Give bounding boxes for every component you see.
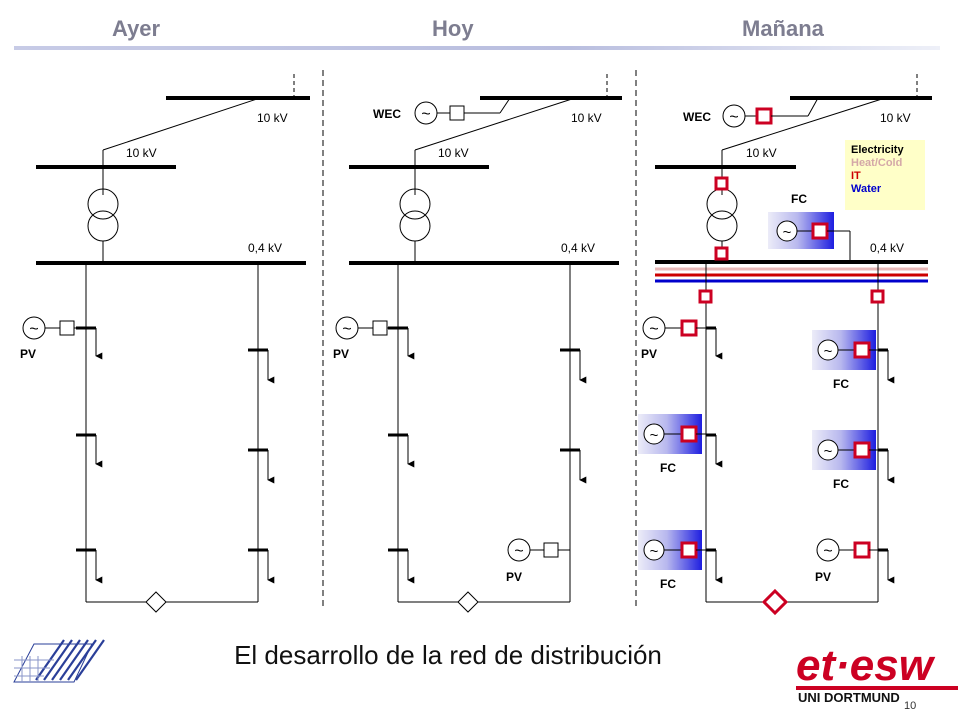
legend-electricity: Electricity bbox=[851, 144, 904, 156]
manana-network: ~ WEC ~ FC ~ PV ~ bbox=[638, 74, 932, 616]
svg-text:10 kV: 10 kV bbox=[880, 111, 911, 125]
svg-text:~: ~ bbox=[514, 543, 523, 560]
smart-switch-icon bbox=[761, 588, 789, 616]
svg-text:WEC: WEC bbox=[683, 110, 711, 124]
svg-text:~: ~ bbox=[650, 427, 659, 444]
svg-text:~: ~ bbox=[29, 321, 38, 338]
open-switch-icon bbox=[457, 591, 479, 613]
svg-text:10 kV: 10 kV bbox=[126, 146, 157, 160]
svg-text:~: ~ bbox=[824, 343, 833, 360]
svg-text:~: ~ bbox=[824, 443, 833, 460]
svg-text:~: ~ bbox=[783, 224, 792, 241]
hoy-network: ~ WEC ~ PV ~ PV 1 bbox=[333, 74, 622, 613]
energy-legend: Electricity Heat/Cold IT Water bbox=[845, 140, 925, 210]
svg-text:PV: PV bbox=[20, 347, 36, 361]
svg-text:10 kV: 10 kV bbox=[746, 146, 777, 160]
svg-text:~: ~ bbox=[650, 543, 659, 560]
svg-text:UNI DORTMUND: UNI DORTMUND bbox=[798, 690, 900, 705]
svg-text:~: ~ bbox=[342, 321, 351, 338]
slide-title: El desarrollo de la red de distribución bbox=[234, 640, 662, 670]
transformer-icon bbox=[87, 188, 119, 220]
header-ayer: Ayer bbox=[112, 16, 161, 41]
svg-text:PV: PV bbox=[333, 347, 349, 361]
svg-text:FC: FC bbox=[660, 461, 676, 475]
svg-text:~: ~ bbox=[649, 321, 658, 338]
legend-water: Water bbox=[851, 183, 882, 195]
university-logo-icon bbox=[13, 639, 105, 683]
svg-text:0,4 kV: 0,4 kV bbox=[870, 241, 904, 255]
svg-text:PV: PV bbox=[506, 570, 522, 584]
ayer-network: ~ PV 10 kV 10 kV 0,4 kV bbox=[20, 74, 310, 613]
legend-it: IT bbox=[851, 170, 861, 182]
svg-text:10 kV: 10 kV bbox=[571, 111, 602, 125]
svg-text:~: ~ bbox=[729, 109, 738, 126]
svg-text:0,4 kV: 0,4 kV bbox=[248, 241, 282, 255]
header-rule bbox=[14, 46, 940, 50]
header-hoy: Hoy bbox=[432, 16, 474, 41]
transformer-icon bbox=[399, 188, 431, 220]
svg-text:FC: FC bbox=[660, 577, 676, 591]
svg-text:WEC: WEC bbox=[373, 107, 401, 121]
svg-text:10 kV: 10 kV bbox=[438, 146, 469, 160]
legend-heat: Heat/Cold bbox=[851, 157, 903, 169]
svg-text:FC: FC bbox=[833, 377, 849, 391]
svg-text:FC: FC bbox=[833, 477, 849, 491]
svg-text:PV: PV bbox=[815, 570, 831, 584]
svg-text:PV: PV bbox=[641, 347, 657, 361]
svg-text:~: ~ bbox=[421, 106, 430, 123]
svg-text:0,4 kV: 0,4 kV bbox=[561, 241, 595, 255]
header-manana: Mañana bbox=[742, 16, 824, 41]
svg-text:10 kV: 10 kV bbox=[257, 111, 288, 125]
page-number: 10 bbox=[904, 700, 917, 712]
et-esw-logo: et·esw UNI DORTMUND bbox=[796, 641, 958, 705]
svg-text:~: ~ bbox=[823, 543, 832, 560]
svg-text:FC: FC bbox=[791, 192, 807, 206]
open-switch-icon bbox=[145, 591, 167, 613]
svg-text:et·esw: et·esw bbox=[796, 641, 936, 690]
